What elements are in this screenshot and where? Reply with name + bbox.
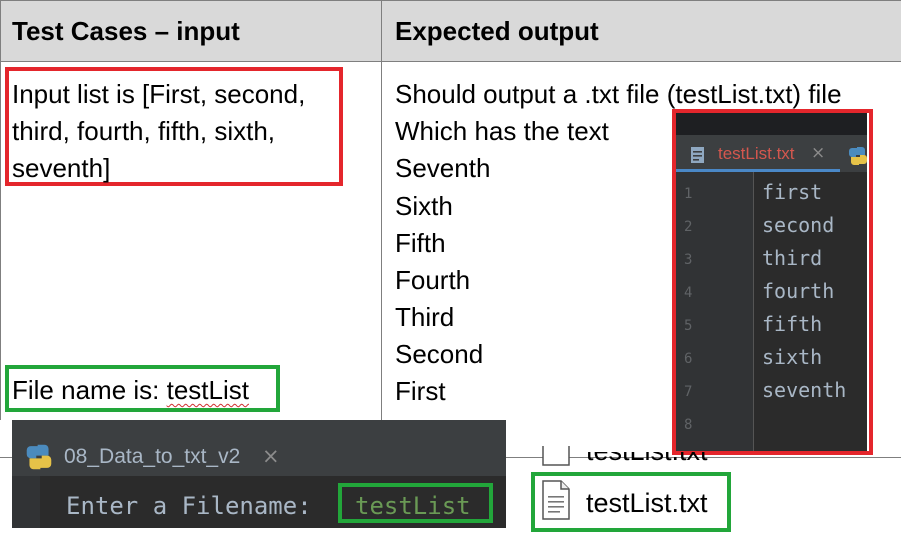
input-line-2: third, fourth, fifth, sixth, (12, 116, 275, 146)
console-gutter (12, 476, 40, 528)
console-tab-label[interactable]: 08_Data_to_txt_v2 (64, 445, 241, 468)
input-line-3: seventh] (12, 153, 111, 183)
table-border-top (0, 0, 901, 1)
run-console-screenshot: 08_Data_to_txt_v2 × Enter a Filename: te… (12, 420, 506, 528)
code-line[interactable]: fifth (762, 312, 823, 336)
partial-file-icon (540, 446, 572, 466)
python-icon (26, 444, 52, 470)
table-header-row (0, 0, 901, 61)
line-number: 4 (684, 285, 693, 301)
line-number-gutter (676, 172, 754, 451)
code-line[interactable]: fourth (762, 279, 835, 303)
table-column-divider (381, 0, 382, 420)
expected-line-4: Sixth (395, 191, 453, 221)
file-name-text: File name is: testList (12, 372, 249, 409)
file-name-prefix: File name is: (12, 375, 167, 405)
text-file-icon (691, 147, 704, 163)
file-name-value: testList (166, 375, 249, 405)
expected-line-3: Seventh (395, 153, 491, 183)
console-input[interactable]: testList (355, 492, 471, 520)
expected-line-5: Fifth (395, 228, 446, 258)
code-line[interactable]: first (762, 180, 823, 204)
input-list-highlight (5, 67, 343, 186)
expected-line-1: Should output a .txt file (testList.txt)… (395, 79, 842, 109)
expected-line-9: First (395, 376, 446, 406)
file-highlight (531, 472, 731, 532)
header-test-cases: Test Cases – input (12, 16, 240, 46)
line-number: 7 (684, 384, 693, 400)
editor-screenshot: testList.txt × 1 2 3 4 5 6 7 8 first sec… (676, 113, 867, 451)
line-number: 5 (684, 318, 693, 334)
text-document-icon[interactable] (540, 480, 572, 520)
header-expected-output: Expected output (395, 16, 599, 46)
code-line[interactable]: seventh (762, 378, 847, 402)
code-line[interactable]: second (762, 213, 835, 237)
table-header-divider (0, 61, 901, 62)
expected-line-7: Third (395, 302, 455, 332)
console-prompt: Enter a Filename: (66, 492, 312, 520)
line-number: 6 (684, 351, 693, 367)
expected-line-6: Fourth (395, 265, 471, 295)
editor-tab[interactable] (676, 135, 840, 172)
line-number: 2 (684, 219, 693, 235)
editor-tab-label: testList.txt (718, 144, 795, 163)
python-file-icon[interactable] (847, 145, 867, 167)
input-line-1: Input list is [First, second, (12, 79, 306, 109)
code-line[interactable]: third (762, 246, 823, 270)
close-icon[interactable]: × (811, 143, 826, 163)
file-name-highlight (5, 365, 280, 412)
editor-highlight (672, 109, 873, 455)
editor-top-bar (676, 113, 867, 135)
file-name-label[interactable]: testList.txt (586, 488, 708, 518)
expected-line-2: Which has the text (395, 116, 609, 146)
expected-line-8: Second (395, 339, 484, 369)
console-tab-bar (12, 420, 506, 476)
table-border-left (0, 0, 1, 420)
line-number: 3 (684, 252, 693, 268)
line-number: 8 (684, 417, 693, 433)
close-icon[interactable]: × (262, 444, 280, 468)
partial-file-label: testList.txt (586, 436, 708, 463)
line-number: 1 (684, 186, 693, 202)
console-input-highlight (338, 483, 493, 523)
code-line[interactable]: sixth (762, 345, 823, 369)
